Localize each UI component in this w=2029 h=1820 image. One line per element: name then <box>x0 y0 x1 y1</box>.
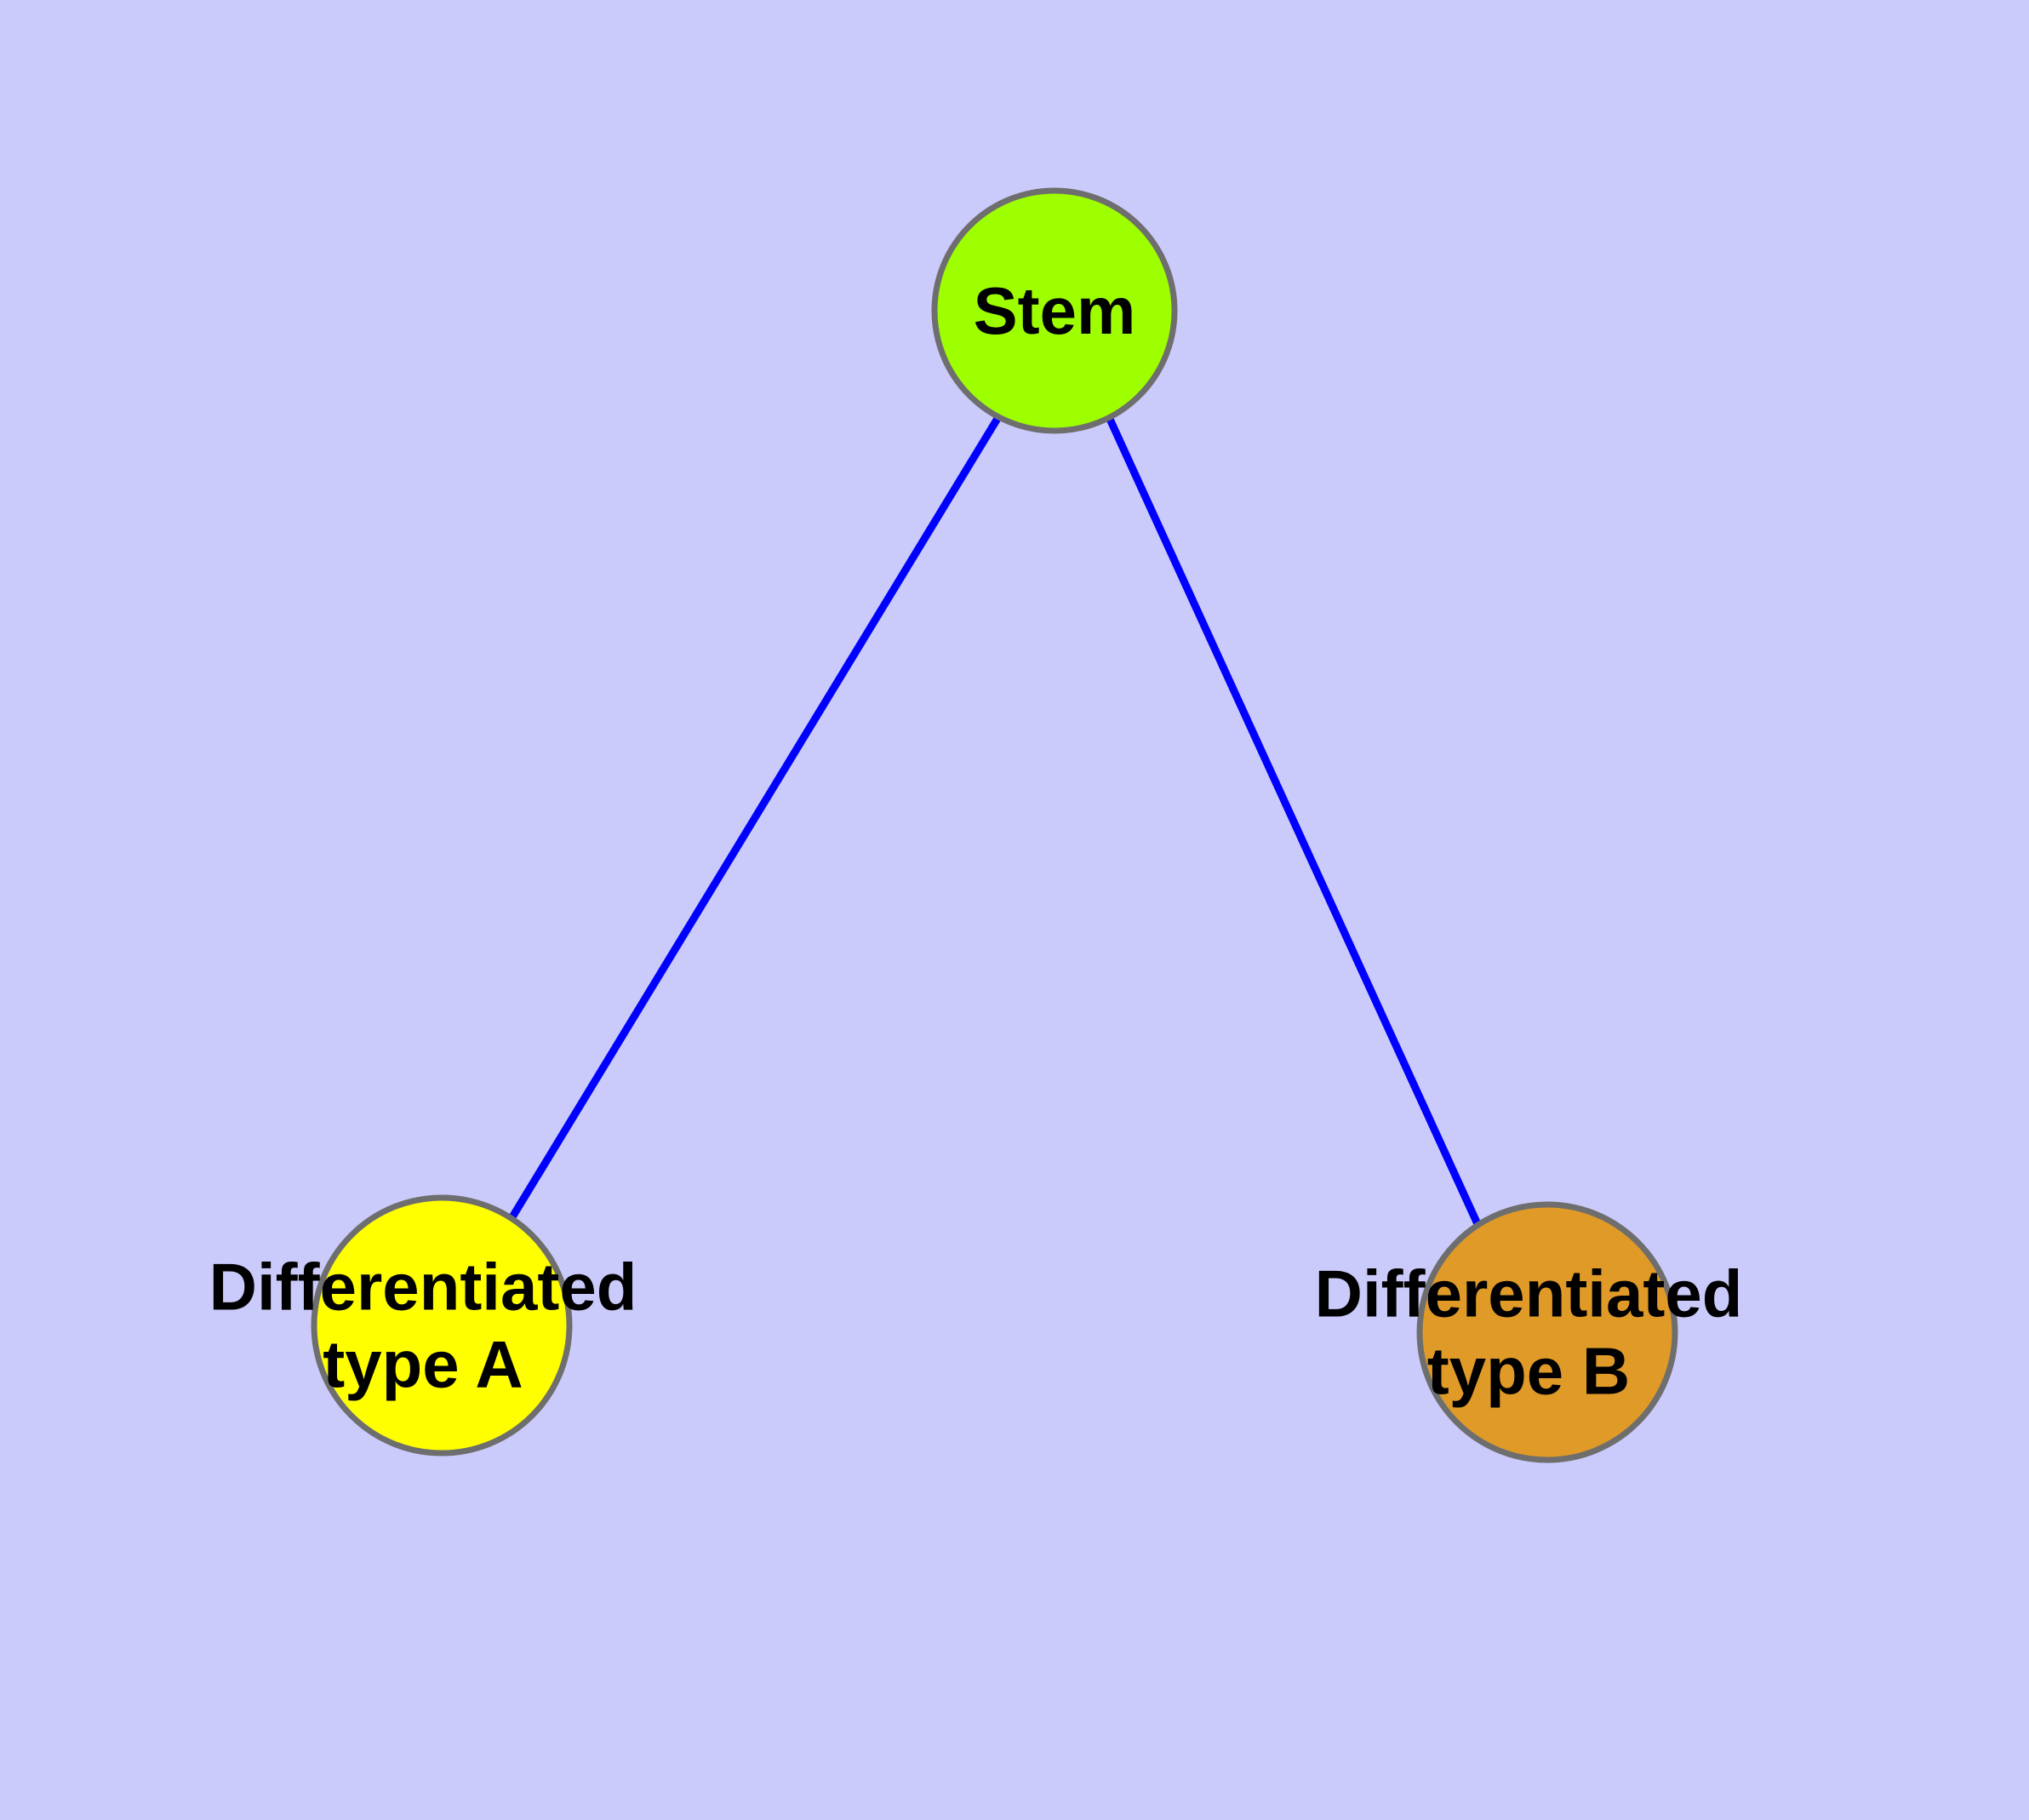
edge-stem-diff-a <box>507 415 1002 1222</box>
node-label-stem: Stem <box>974 273 1136 348</box>
node-label-line: Stem <box>974 273 1136 348</box>
node-label-line: type B <box>1427 1334 1630 1409</box>
node-circle-diff_a[interactable] <box>311 1194 573 1457</box>
node-circle-diff_b[interactable] <box>1416 1201 1678 1463</box>
edge-layer <box>507 415 1483 1228</box>
node-label-line: Differentiated <box>209 1249 637 1324</box>
edge-stem-diff-b <box>1105 415 1483 1228</box>
node-circle-stem[interactable] <box>931 187 1178 434</box>
node-label-line: Differentiated <box>1315 1256 1743 1331</box>
node-label-line: type A <box>323 1327 523 1402</box>
